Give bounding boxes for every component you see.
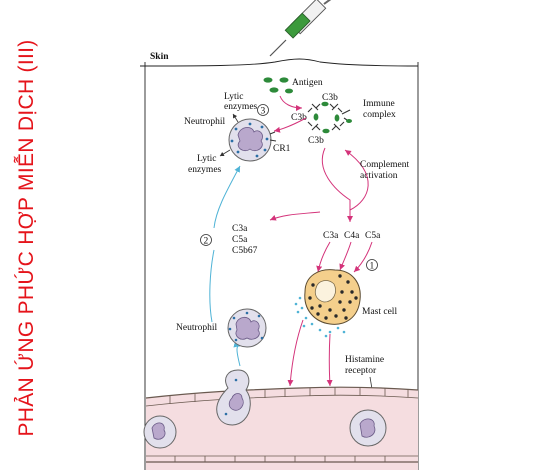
- arrow-c3a-to-mast: [316, 241, 331, 273]
- neutrophil-label-top: Neutrophil: [184, 117, 226, 127]
- syringe-icon: [269, 0, 332, 57]
- c3a-label: C3a: [323, 231, 339, 241]
- step2-number: 2: [204, 237, 209, 247]
- immune-complex: [307, 101, 352, 134]
- neutrophil-label-bottom: Neutrophil: [176, 323, 218, 333]
- mast-cell-label: Mast cell: [362, 307, 397, 317]
- arrow-to-fragments-left: [269, 211, 321, 221]
- step3-marker: [257, 104, 269, 116]
- skin-line: [139, 58, 419, 67]
- step2-marker: [200, 234, 212, 246]
- c5b67-label: C5b67: [232, 246, 258, 256]
- c5a-label: C5a: [365, 231, 381, 241]
- immune-complex-label-1: Immune: [363, 99, 395, 109]
- c3b-label-top: C3b: [322, 93, 338, 103]
- complement-label-2: activation: [360, 171, 398, 181]
- extravasating-neutrophil: [216, 369, 251, 426]
- antigen-label: Antigen: [292, 78, 323, 88]
- arrow-complement-activation: [321, 147, 353, 222]
- vessel-cell-right: [349, 409, 387, 447]
- arrow-c5a-to-mast: [353, 241, 373, 273]
- arrow-neutrophil-up-upper: [213, 165, 241, 229]
- mast-cell: [294, 269, 361, 338]
- cr1-label: CR1: [273, 144, 291, 154]
- arrow-histamine-2: [326, 333, 333, 387]
- lytic-enzymes-bottom-1: Lytic: [197, 154, 217, 164]
- lytic-enzymes-top-1: Lytic: [224, 92, 244, 102]
- arrow-extravasation: [233, 341, 241, 367]
- arrow-lytic-top: [232, 113, 239, 123]
- arrow-neutrophil-up-lower: [209, 249, 215, 323]
- antigen-particles: [263, 77, 293, 94]
- c3b-label-left: C3b: [291, 113, 307, 123]
- lytic-enzymes-bottom-2: enzymes: [188, 165, 222, 175]
- complement-label-1: Complement: [360, 160, 409, 170]
- arrow-complex-to-neutrophil: [273, 117, 307, 133]
- arrow-complement-loop: [344, 149, 369, 211]
- c4a-label: C4a: [344, 231, 360, 241]
- vessel-cell-left: [143, 415, 177, 449]
- c3a-left-label: C3a: [232, 224, 248, 234]
- arrow-antigen-to-complex: [279, 95, 303, 111]
- blood-vessel: [145, 386, 419, 470]
- immune-complex-label-2: complex: [363, 110, 396, 120]
- histamine-label-2: receptor: [345, 366, 377, 376]
- neutrophil-top: [228, 118, 277, 162]
- step1-number: 1: [370, 262, 375, 272]
- skin-label: Skin: [150, 52, 169, 62]
- histamine-pointer: [369, 376, 373, 390]
- arrow-c4a-to-mast: [339, 241, 352, 271]
- neutrophil-bottom: [227, 308, 267, 348]
- step1-marker: [366, 259, 378, 271]
- c3b-label-bottom: C3b: [308, 136, 324, 146]
- histamine-label-1: Histamine: [345, 355, 384, 365]
- arrow-lytic-bottom: [219, 149, 231, 157]
- step3-number: 3: [261, 107, 266, 117]
- lytic-enzymes-top-2: enzymes: [224, 102, 258, 112]
- c5a-left-label: C5a: [232, 235, 248, 245]
- arrow-histamine-1: [287, 319, 304, 387]
